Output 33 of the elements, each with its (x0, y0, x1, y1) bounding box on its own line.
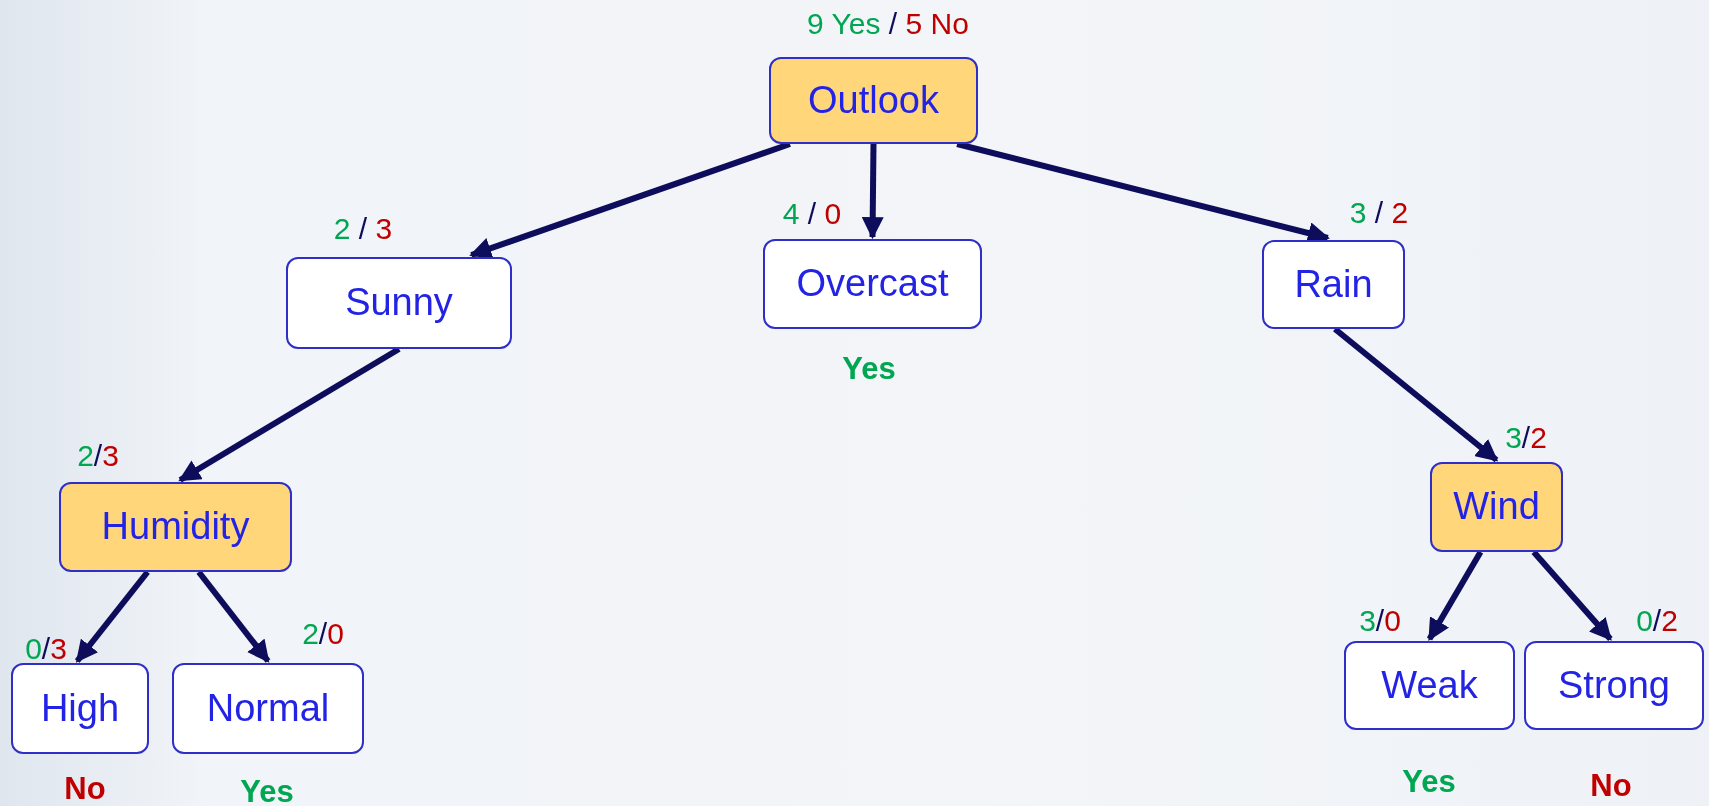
leaf-decision: Yes (240, 775, 294, 806)
attribute-box: Outlook (769, 57, 978, 144)
attribute-box: Humidity (59, 482, 292, 572)
leaf-decision: Yes (842, 352, 896, 384)
attribute-box: Wind (1430, 462, 1563, 552)
value-box: Strong (1524, 641, 1704, 730)
arrow (178, 346, 401, 483)
class-count: 2/0 (302, 619, 344, 649)
class-count: 4 / 0 (782, 199, 842, 229)
arrow (861, 143, 884, 240)
value-box: Normal (172, 663, 364, 754)
class-count: 0/3 (25, 634, 67, 664)
value-box: Sunny (286, 257, 512, 349)
value-box: Weak (1344, 641, 1515, 730)
leaf-decision: No (1590, 769, 1632, 801)
class-count: 3/2 (1505, 423, 1547, 453)
class-count: 3/0 (1359, 606, 1401, 636)
value-box: High (11, 663, 149, 754)
leaf-decision: No (64, 772, 106, 804)
class-count: 0/2 (1636, 606, 1678, 636)
arrow (196, 570, 271, 663)
arrow (469, 141, 791, 259)
class-count: 3 / 2 (1349, 198, 1409, 228)
arrow (1426, 550, 1484, 641)
class-count: 2/3 (77, 441, 119, 471)
leaf-decision: Yes (1402, 765, 1456, 797)
class-count: 2 / 3 (333, 214, 393, 244)
arrow (1531, 550, 1613, 641)
class-count: 9 Yes / 5 No (807, 9, 969, 39)
value-box: Rain (1262, 240, 1405, 329)
value-box: Overcast (763, 239, 982, 329)
arrow (1333, 326, 1499, 463)
arrow (74, 570, 150, 663)
